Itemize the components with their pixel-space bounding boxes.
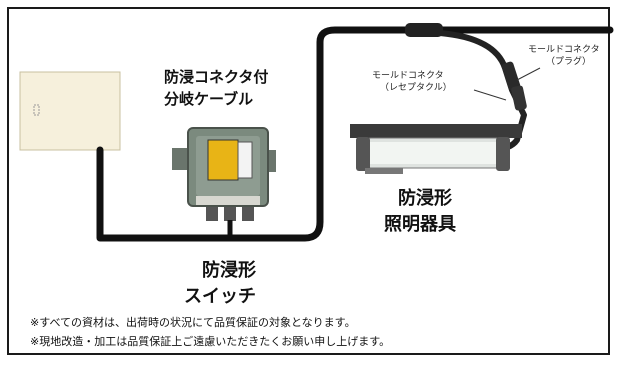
switch-handle	[207, 139, 239, 181]
cable-label-line2: 分岐ケーブル	[164, 90, 254, 108]
note-modification-warning: ※現地改造・加工は品質保証上ご遠慮いただきたくお願い申し上げます。	[30, 335, 391, 348]
connector-plug	[501, 61, 521, 91]
receptacle-leader	[473, 89, 507, 101]
light-label-line2: 照明器具	[384, 214, 456, 235]
light-label-line1: 防浸形	[398, 188, 452, 209]
luminaire-endcap-right	[496, 137, 510, 171]
switch-label-line2: スイッチ	[184, 286, 256, 307]
plug-leader	[516, 67, 541, 81]
receptacle-label-line2: （レセプタクル）	[380, 83, 452, 93]
connector-receptacle	[511, 85, 527, 111]
control-panel-box	[19, 71, 121, 151]
plug-label-line2: （プラグ）	[546, 57, 592, 67]
luminaire-endcap-left	[356, 137, 370, 171]
cable-label-line1: 防浸コネクタ付	[164, 68, 269, 86]
switch-box	[172, 127, 276, 221]
switch-label-line1: 防浸形	[202, 260, 256, 281]
cable-joint	[405, 23, 443, 37]
note-quality-guarantee: ※すべての資材は、出荷時の状況にて品質保証の対象となります。	[30, 316, 356, 329]
branch-cable	[96, 26, 614, 242]
panel-indicator	[33, 104, 40, 116]
plug-label-line1: モールドコネクタ	[528, 45, 600, 55]
luminaire	[350, 124, 522, 174]
diagram-frame	[7, 7, 610, 355]
luminaire-shade	[350, 124, 522, 138]
receptacle-label-line1: モールドコネクタ	[372, 71, 444, 81]
